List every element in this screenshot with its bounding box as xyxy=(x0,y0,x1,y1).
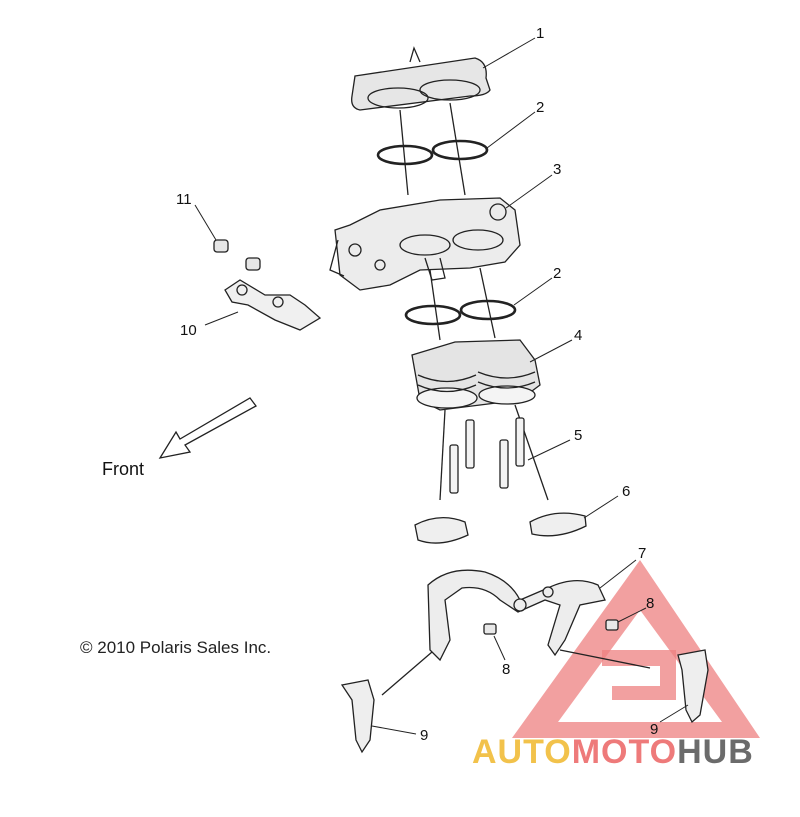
part-2-o-rings-upper xyxy=(376,139,489,166)
part-8-screws xyxy=(483,619,619,635)
part-7-fuel-rail xyxy=(381,569,651,696)
callout-9-right: 9 xyxy=(650,721,659,738)
front-arrow xyxy=(158,397,257,459)
callout-6: 6 xyxy=(622,483,631,500)
watermark-text: AUTOMOTOHUB xyxy=(472,733,754,772)
callout-2-lower: 2 xyxy=(553,265,562,282)
copyright-notice: © 2010 Polaris Sales Inc. xyxy=(80,638,272,657)
watermark-hub: HUB xyxy=(677,733,754,771)
part-2-o-rings-lower xyxy=(404,299,517,326)
callout-9-left: 9 xyxy=(420,727,429,744)
callout-3: 3 xyxy=(553,161,562,178)
callout-8-right: 8 xyxy=(646,595,655,612)
part-9-injectors xyxy=(340,649,709,754)
callout-11: 11 xyxy=(176,191,192,208)
leader-lines xyxy=(194,37,689,735)
callout-4: 4 xyxy=(574,327,583,344)
part-6-clamps xyxy=(414,512,587,544)
watermark-moto: MOTO xyxy=(571,733,678,771)
front-label: Front xyxy=(102,459,145,479)
callout-10: 10 xyxy=(180,322,197,339)
callout-8-left: 8 xyxy=(502,661,511,678)
callout-2-upper: 2 xyxy=(536,99,545,116)
part-11-nuts xyxy=(213,239,261,271)
part-1-top-cover xyxy=(351,46,491,196)
part-3-throttle-body xyxy=(329,197,521,341)
callout-7: 7 xyxy=(638,545,647,562)
callout-1: 1 xyxy=(536,25,545,42)
part-4-intake-boots xyxy=(411,339,549,501)
part-5-bolts xyxy=(449,417,525,494)
watermark-auto: AUTO xyxy=(472,733,572,771)
callout-5: 5 xyxy=(574,427,583,444)
part-10-bracket xyxy=(224,279,322,331)
